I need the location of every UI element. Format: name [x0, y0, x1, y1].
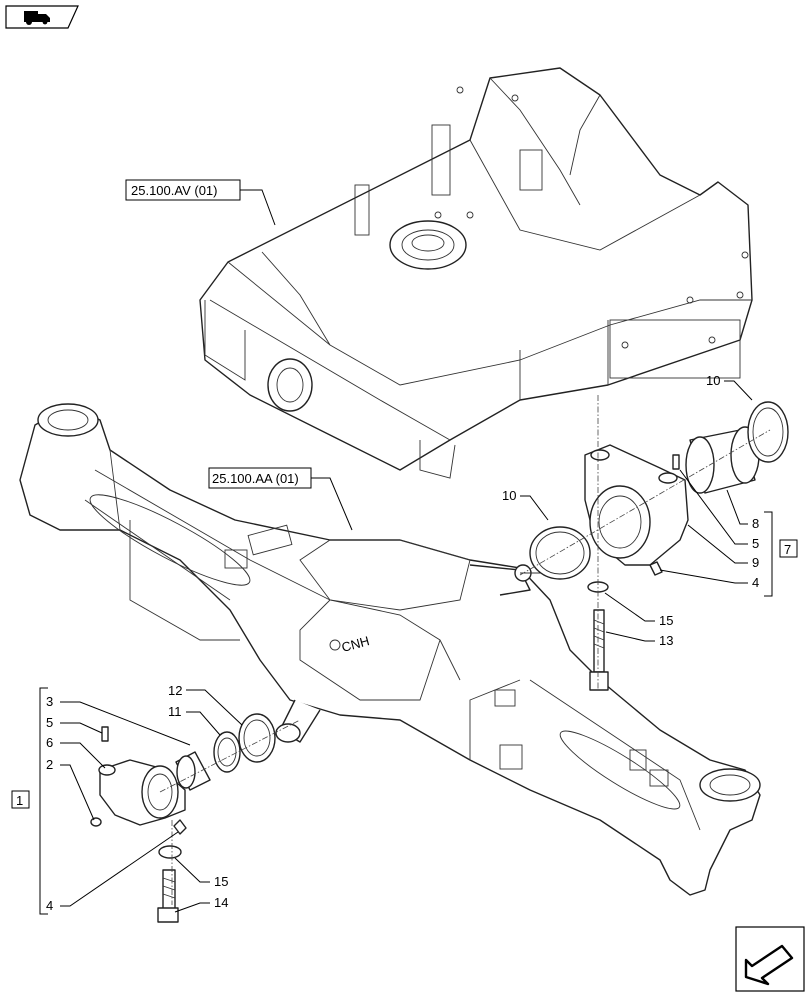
callout-12: 12 — [168, 683, 182, 698]
callout-11: 11 — [168, 704, 182, 719]
callout-8: 8 — [752, 516, 759, 531]
callout-5-right: 5 — [752, 536, 759, 551]
callout-9: 9 — [752, 555, 759, 570]
callout-7: 7 — [784, 542, 791, 557]
assembly-axes — [159, 395, 771, 905]
front-axle-support-frame — [199, 67, 753, 479]
ref-label-axle: 25.100.AA (01) — [212, 471, 299, 486]
callout-10-center: 10 — [502, 488, 516, 503]
front-axle-housing: CNH — [19, 403, 761, 896]
callout-13: 13 — [659, 633, 673, 648]
callout-6: 6 — [46, 735, 53, 750]
axle-logo: CNH — [340, 633, 371, 655]
ref-label-frame: 25.100.AV (01) — [131, 183, 217, 198]
callout-1: 1 — [16, 793, 23, 808]
ref-box-frame[interactable]: 25.100.AV (01) — [125, 179, 276, 226]
group-bracket-1: 1 — [11, 687, 48, 915]
callout-15-right: 15 — [659, 613, 673, 628]
callout-5-left: 5 — [46, 715, 53, 730]
callout-4-right: 4 — [752, 575, 759, 590]
callout-2: 2 — [46, 757, 53, 772]
next-page-arrow-icon[interactable] — [735, 926, 805, 992]
callout-4-left: 4 — [46, 898, 53, 913]
callout-15-left: 15 — [214, 874, 228, 889]
rear-support-bracket-assembly — [529, 401, 789, 691]
ref-box-axle[interactable]: 25.100.AA (01) — [208, 467, 353, 531]
callout-3: 3 — [46, 694, 53, 709]
tractor-flag-icon[interactable] — [5, 5, 79, 29]
front-support-bracket-assembly — [90, 713, 276, 923]
callout-14: 14 — [214, 895, 228, 910]
callout-10-right: 10 — [706, 373, 720, 388]
group-bracket-7: 7 — [764, 511, 798, 597]
